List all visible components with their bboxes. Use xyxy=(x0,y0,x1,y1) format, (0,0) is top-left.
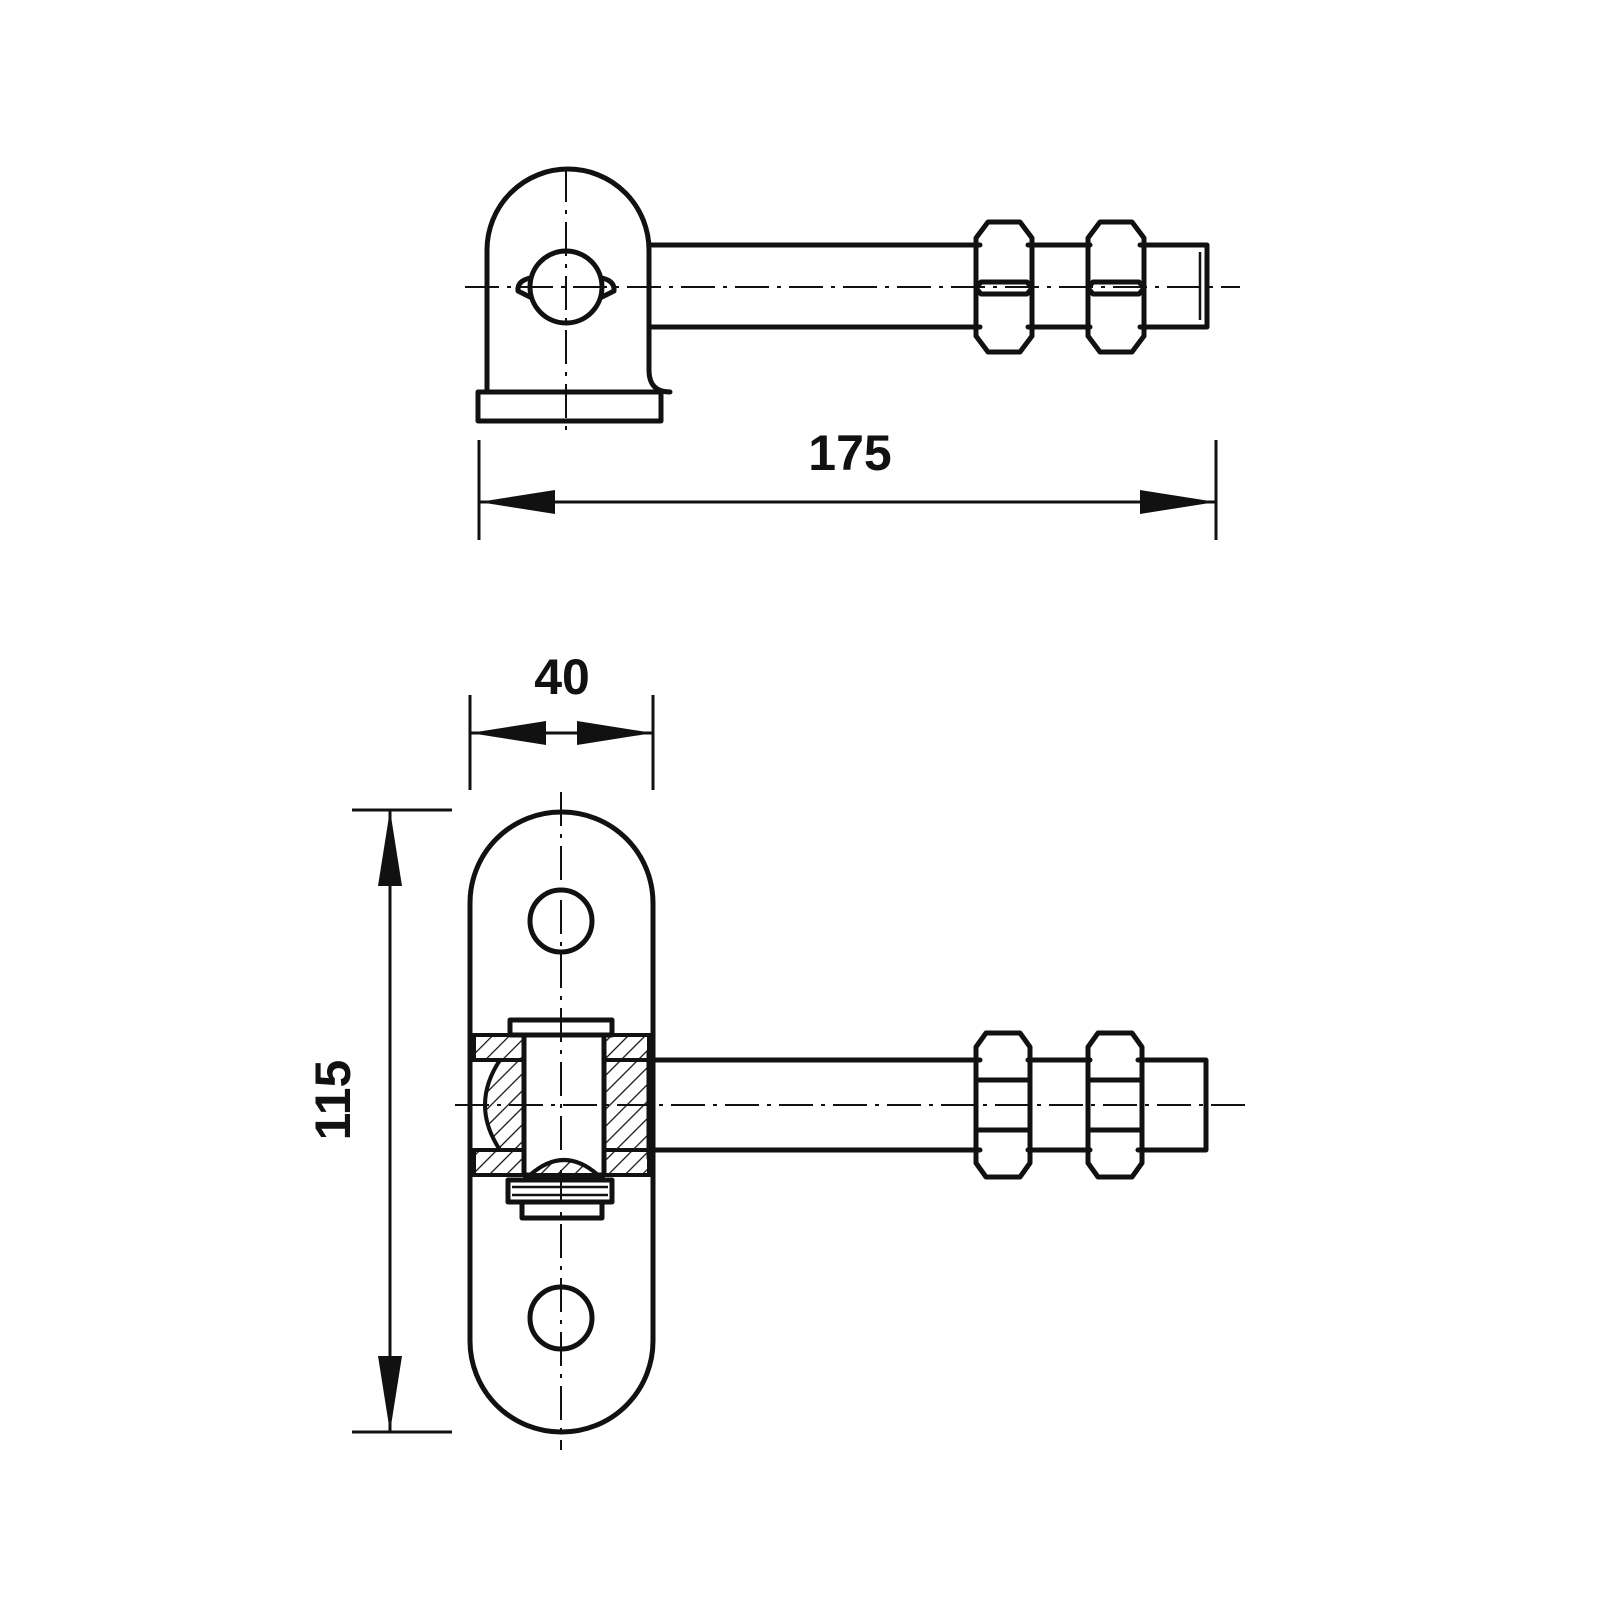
housing-hatch-bottom-right xyxy=(602,1148,651,1177)
top-view: 175 xyxy=(465,166,1240,540)
dimension-label-175: 175 xyxy=(808,425,891,481)
dimension-overall-length: 175 xyxy=(477,425,1218,540)
front-rod-end xyxy=(1135,1057,1209,1153)
ball-hatch-left xyxy=(483,1058,526,1152)
base-plate xyxy=(475,389,664,424)
bracket-body xyxy=(484,166,673,395)
dimension-label-115: 115 xyxy=(305,1060,361,1141)
front-view: 40 115 xyxy=(305,649,1250,1450)
front-rod-segment xyxy=(1025,1057,1093,1153)
housing-hatch-top-right xyxy=(602,1033,651,1062)
dimension-label-40: 40 xyxy=(534,649,590,705)
dimension-plate-width: 40 xyxy=(468,649,655,790)
pin-ear-right xyxy=(599,275,617,300)
rod-end xyxy=(1137,242,1210,330)
housing-hatch-top-left xyxy=(472,1033,526,1062)
front-nut-1 xyxy=(973,1030,1033,1180)
pin-bottom-hatch xyxy=(524,1158,604,1177)
housing-hatch-bottom-left xyxy=(472,1148,526,1177)
rod-segment-a xyxy=(1025,242,1093,330)
front-nut-2 xyxy=(1085,1030,1145,1180)
pin-ear-left xyxy=(515,275,533,300)
dimension-plate-height: 115 xyxy=(305,808,452,1434)
